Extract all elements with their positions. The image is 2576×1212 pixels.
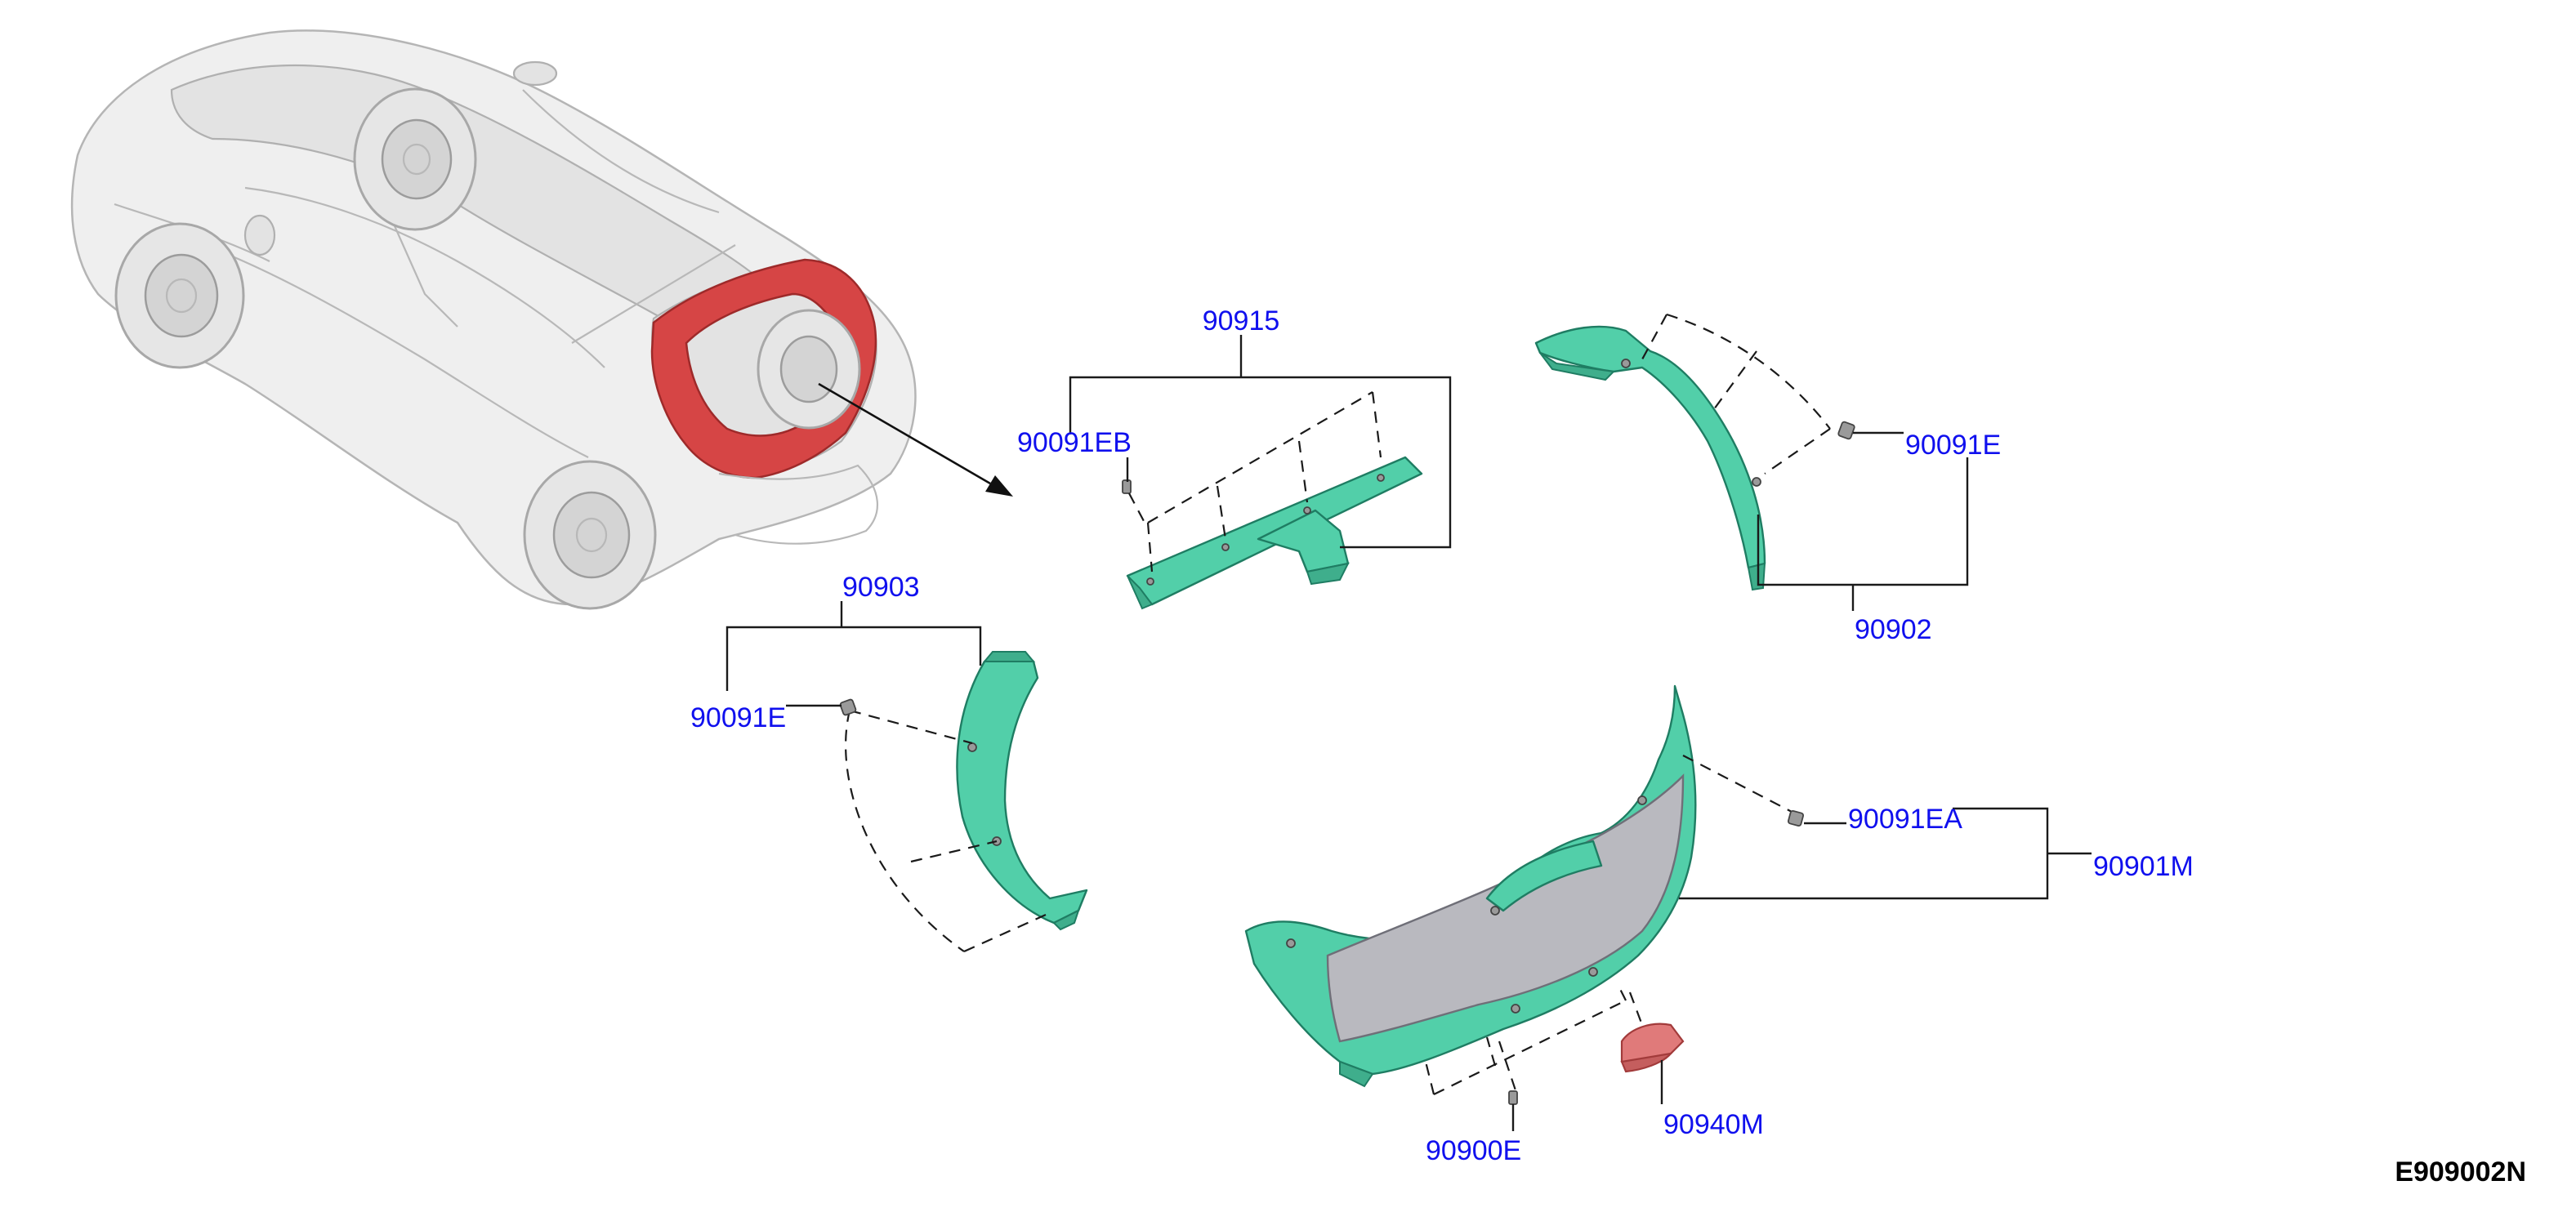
- callout-90091E-right[interactable]: 90091E: [1905, 430, 2001, 461]
- callout-90091EB[interactable]: 90091EB: [1017, 427, 1132, 458]
- pointer-arrow: [818, 382, 991, 485]
- part-90915-upper-trim: [1126, 391, 1423, 610]
- arrow-head-icon: [985, 475, 1013, 497]
- part-90902-right-trim: [1534, 313, 1831, 591]
- callout-90903[interactable]: 90903: [842, 572, 920, 603]
- callout-90901M[interactable]: 90901M: [2093, 851, 2194, 882]
- leader-lines: [725, 335, 2092, 1131]
- wheel-front-left: [114, 222, 245, 369]
- diagram-code: E909002N: [2395, 1156, 2526, 1187]
- clip-90091E-right: [1837, 421, 1855, 440]
- clip-90091E-left: [839, 698, 857, 716]
- clip-90091EA: [1787, 809, 1805, 827]
- vehicle-overview: [70, 29, 1013, 610]
- wheel-front-right: [353, 87, 477, 231]
- callout-90091E-left[interactable]: 90091E: [690, 702, 786, 733]
- callout-90902[interactable]: 90902: [1855, 614, 1932, 645]
- part-90940M-lamp: [1620, 991, 1685, 1073]
- clip-90091EB: [1122, 479, 1145, 522]
- callout-90915[interactable]: 90915: [1203, 305, 1280, 336]
- part-90901M-lower-trim: [1244, 684, 1794, 1095]
- part-90903-left-trim: [845, 651, 1088, 953]
- callout-90940M[interactable]: 90940M: [1663, 1109, 1764, 1140]
- clip-90900E: [1498, 1040, 1518, 1105]
- wheel-rear-right: [757, 309, 861, 430]
- callout-90900E[interactable]: 90900E: [1426, 1135, 1521, 1166]
- wheel-rear-left: [523, 460, 657, 610]
- callout-90091EA[interactable]: 90091EA: [1848, 804, 1962, 835]
